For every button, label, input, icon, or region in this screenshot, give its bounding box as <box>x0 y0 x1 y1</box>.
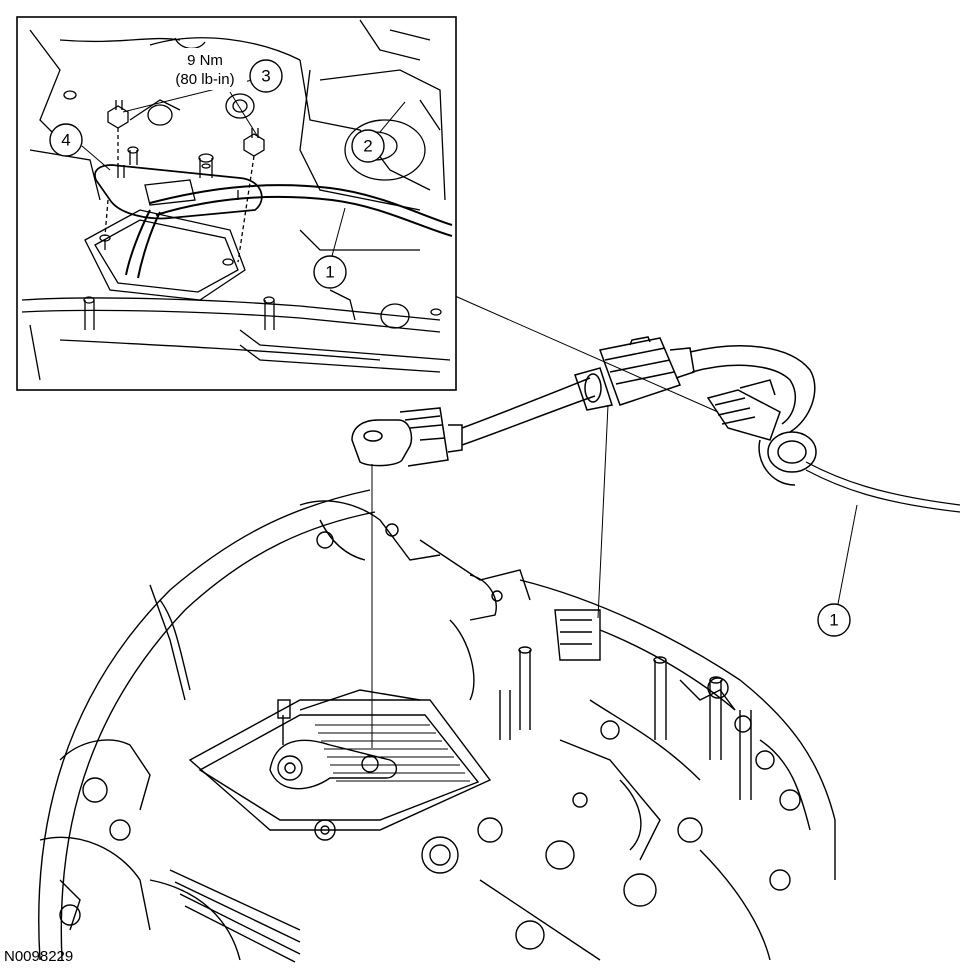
torque-imperial: (80 lb-in) <box>175 71 234 88</box>
wiring-harness <box>351 336 961 513</box>
transmission-housing <box>38 489 836 963</box>
leader-1-inset <box>331 207 346 257</box>
torque-metric: 9 Nm <box>187 52 223 69</box>
svg-text:1: 1 <box>829 611 838 630</box>
callout-4: 4 <box>49 123 83 157</box>
leader-4 <box>81 145 111 171</box>
leader-3-right <box>229 91 259 138</box>
callout-1-inset: 1 <box>313 255 347 289</box>
leader-2 <box>379 101 406 133</box>
svg-text:2: 2 <box>363 137 372 156</box>
torque-spec: 9 Nm (80 lb-in) <box>165 48 247 90</box>
callout-3: 3 <box>249 59 283 93</box>
svg-text:3: 3 <box>261 67 270 86</box>
svg-text:1: 1 <box>325 263 334 282</box>
figure-id: N0098229 <box>4 948 74 965</box>
callout-1-main: 1 <box>817 603 851 637</box>
callout-2: 2 <box>351 129 385 163</box>
leader-lines <box>371 295 858 748</box>
svg-text:4: 4 <box>61 131 70 150</box>
